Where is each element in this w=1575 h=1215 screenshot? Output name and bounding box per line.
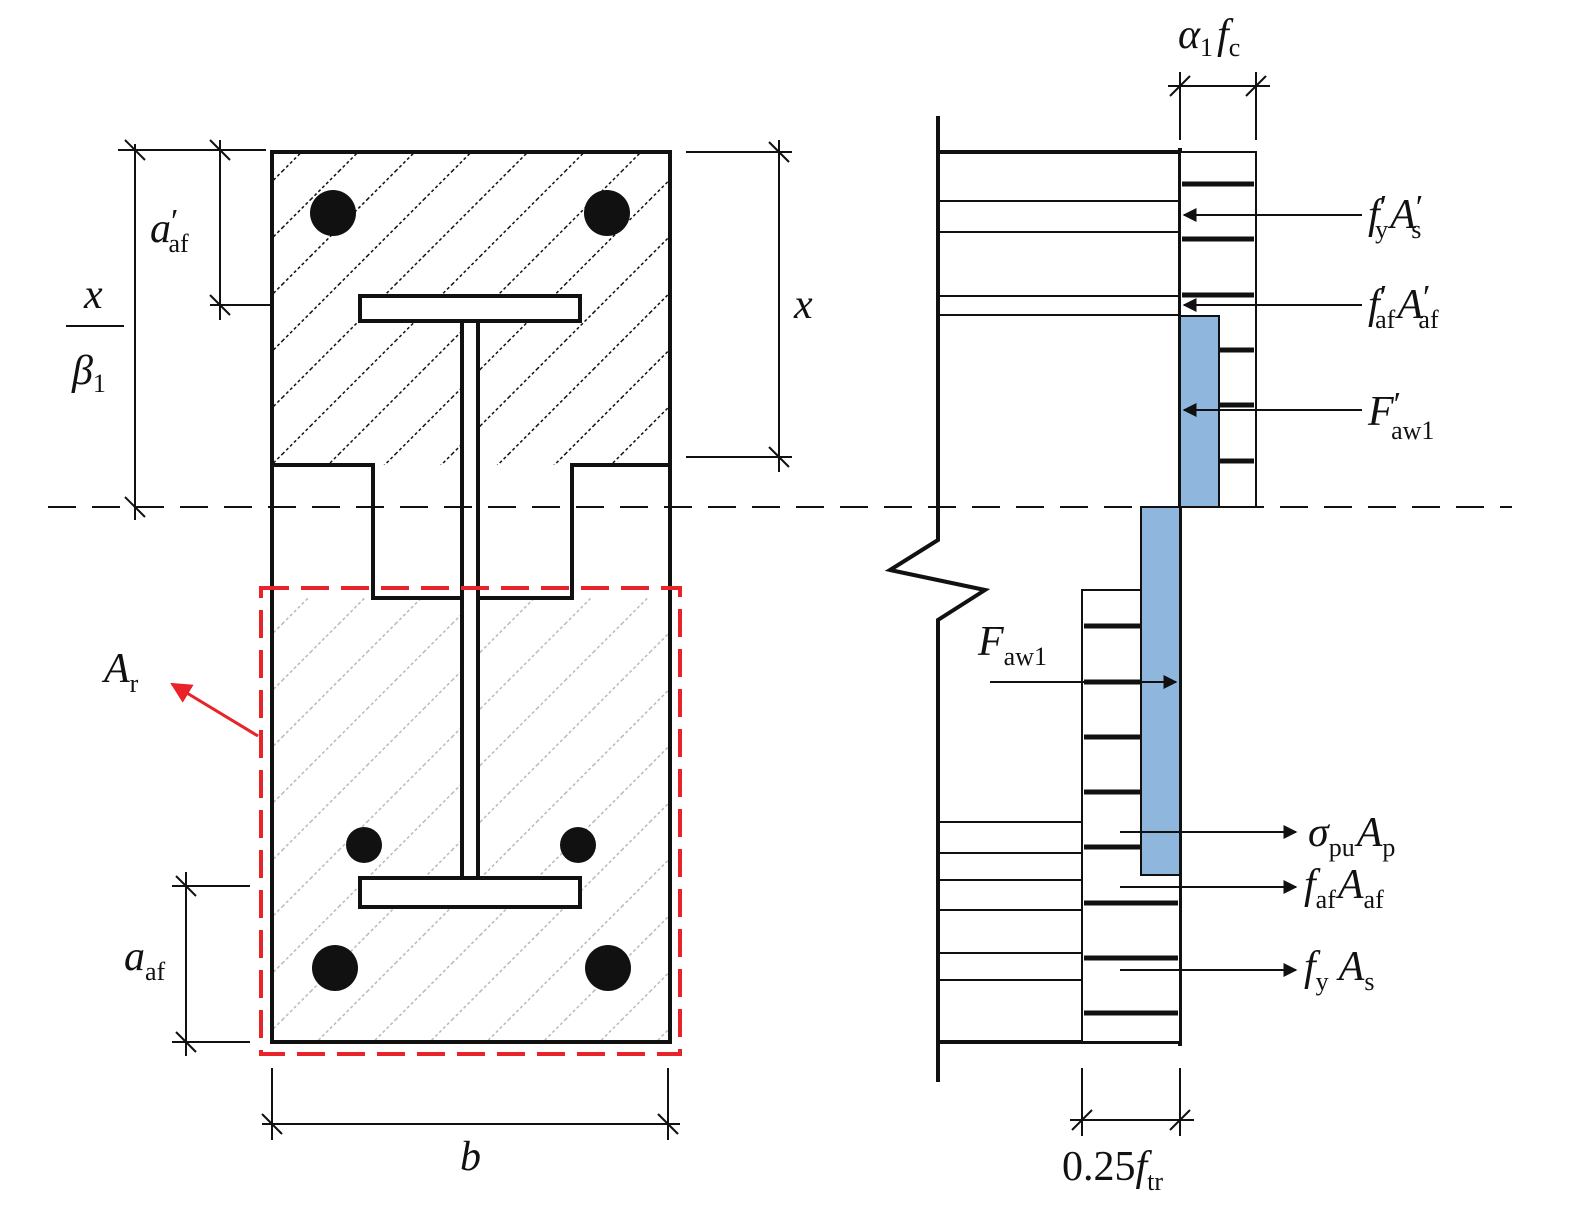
area-Ar-boundary bbox=[259, 586, 682, 1056]
dim-a-af bbox=[172, 872, 250, 1056]
dim-x-over-beta1 bbox=[118, 139, 266, 520]
steel-web bbox=[460, 319, 480, 880]
label-Ar: Ar bbox=[101, 646, 139, 698]
label-faf-Aaf: fafAaf bbox=[1304, 862, 1384, 914]
label-fy-As-prime: f′yA′s bbox=[1368, 189, 1423, 244]
prestress-tendon-right bbox=[560, 827, 596, 863]
svg-text:x: x bbox=[83, 272, 103, 318]
label-025-ftr: 0.25ftr bbox=[1062, 1144, 1163, 1196]
dim-025-ftr bbox=[1070, 1068, 1194, 1136]
section-outline bbox=[270, 150, 672, 1044]
force-arrows bbox=[990, 208, 1362, 977]
label-Faw1: Faw1 bbox=[977, 619, 1047, 671]
rebar-bottom-right bbox=[585, 945, 631, 991]
dim-alpha1-fc bbox=[1168, 72, 1270, 140]
svg-text:β1: β1 bbox=[71, 348, 106, 398]
label-x: x bbox=[793, 282, 813, 328]
projection-lines-lower bbox=[940, 821, 1082, 981]
stress-diagram bbox=[884, 72, 1362, 1136]
web-compression-stress bbox=[1179, 315, 1220, 508]
dim-b bbox=[261, 1068, 680, 1140]
projection-lines-upper bbox=[940, 200, 1180, 316]
label-x-over-beta1: x β1 bbox=[66, 272, 124, 398]
prestress-tendon-left bbox=[346, 827, 382, 863]
label-a-af: aaf bbox=[124, 934, 166, 986]
rebar-top-left bbox=[310, 190, 356, 236]
web-tension-stress bbox=[1140, 506, 1181, 876]
top-flange bbox=[358, 294, 582, 323]
label-a-af-prime: a′af bbox=[150, 203, 189, 258]
cross-section bbox=[118, 139, 792, 1140]
dim-x bbox=[686, 140, 792, 472]
rebar-bottom-left bbox=[312, 945, 358, 991]
section-notch-right bbox=[572, 465, 670, 598]
label-alpha1-fc: α1fc bbox=[1178, 12, 1240, 62]
dim-a-af-prime bbox=[209, 139, 272, 320]
rebar-top-right bbox=[584, 190, 630, 236]
label-Faw1-prime: F′aw1 bbox=[1367, 386, 1434, 445]
bottom-flange bbox=[358, 876, 582, 909]
break-line bbox=[884, 116, 991, 1082]
section-notch-left bbox=[272, 465, 373, 598]
label-faf-Aaf-prime: f′afA′af bbox=[1368, 279, 1439, 334]
area-Ar-arrow bbox=[170, 682, 259, 738]
label-sigma-pu-Ap: σpuAp bbox=[1308, 810, 1395, 862]
label-b: b bbox=[460, 1134, 481, 1180]
